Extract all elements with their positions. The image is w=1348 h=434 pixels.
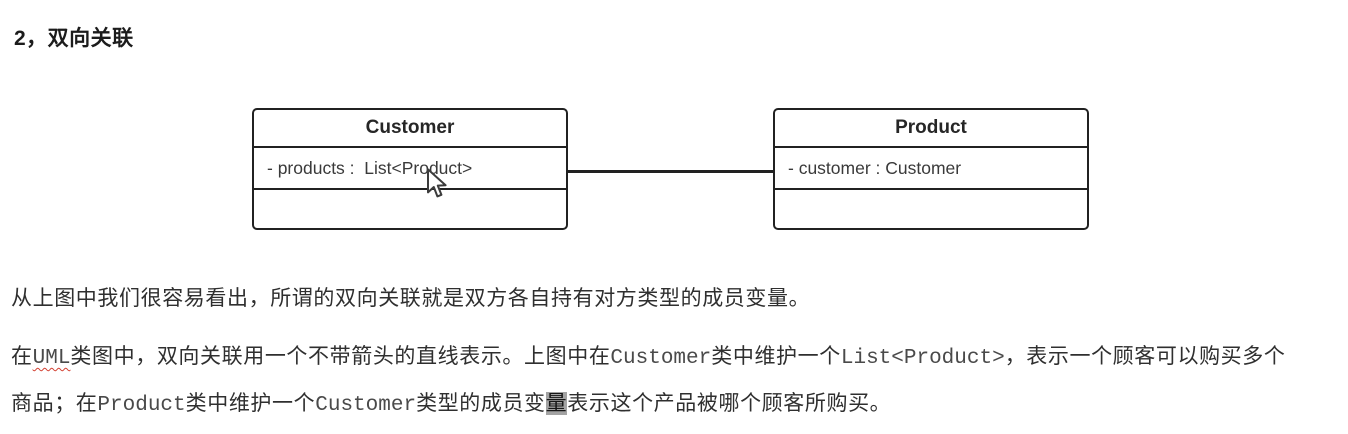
text-run: 商品；在 <box>11 392 98 415</box>
uml-class-product-name: Product <box>775 110 1087 148</box>
uml-class-customer-methods-compartment <box>254 190 566 228</box>
text-run: 从上图中我们很容易看出，所谓的双向关联就是双方各自持有对方类型的成员变量。 <box>11 287 811 310</box>
uml-class-product-methods-compartment <box>775 190 1087 228</box>
uml-class-product: Product - customer : Customer <box>773 108 1089 230</box>
inline-code: List<Product> <box>840 347 1005 370</box>
uml-diagram: Customer - products : List<Product> Prod… <box>252 108 1089 230</box>
mouse-cursor-icon <box>427 168 447 198</box>
text-run: 类图中，双向关联用一个不带箭头的直线表示。上图中在 <box>70 345 611 368</box>
uml-class-customer: Customer - products : List<Product> <box>252 108 568 230</box>
inline-code: UML <box>32 347 71 370</box>
paragraph-explanation: 在UML类图中，双向关联用一个不带箭头的直线表示。上图中在Customer类中维… <box>11 334 1341 428</box>
uml-class-customer-attribute: - products : List<Product> <box>254 148 566 190</box>
inline-code: Customer <box>315 394 417 417</box>
uml-class-customer-name: Customer <box>254 110 566 148</box>
text-run: 类中维护一个 <box>711 345 841 368</box>
text-run: 类中维护一个 <box>185 392 316 415</box>
paragraph-summary: 从上图中我们很容易看出，所谓的双向关联就是双方各自持有对方类型的成员变量。 <box>11 284 1341 314</box>
text-run: 类型的成员变 <box>416 392 546 415</box>
text-run: 表示这个产品被哪个顾客所购买。 <box>567 392 892 415</box>
text-run: ，表示一个顾客可以购买多个 <box>1004 345 1286 368</box>
text-run: 量 <box>545 392 568 415</box>
inline-code: Product <box>97 394 186 417</box>
inline-code: Customer <box>610 347 712 370</box>
uml-class-product-attribute: - customer : Customer <box>775 148 1087 190</box>
section-heading: 2，双向关联 <box>14 27 134 50</box>
association-line <box>566 170 775 173</box>
text-run: 在 <box>11 345 33 368</box>
